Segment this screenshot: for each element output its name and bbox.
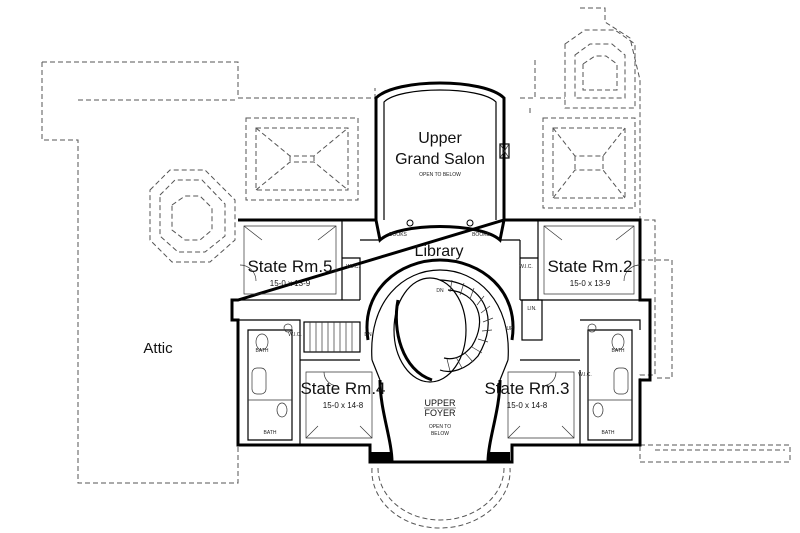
wic-label-rm5: W.I.C. [346,264,360,270]
main-building [230,218,652,464]
state-rm3-dim: 15-0 x 14-8 [507,401,548,410]
stair-up-label: UP [507,326,515,332]
upper-foyer-label-2: FOYER [424,408,456,418]
stair-left [303,321,361,353]
stair-dn-label-left: DN [364,332,372,338]
state-rm5-label: State Rm.5 [247,257,332,276]
wic-label-rm2: W.I.C. [519,264,533,270]
foyer-open-to: OPEN TO [429,424,451,430]
upper-grand-salon [374,81,510,220]
books-right-label: BOOKS [472,232,490,238]
state-rm2-dim: 15-0 x 13-9 [570,279,611,288]
bath-label-rm2: BATH [612,348,625,354]
state-rm3-label: State Rm.3 [484,379,569,398]
state-rm4-dim: 15-0 x 14-8 [323,401,364,410]
state-rm5-dim: 15-0 x 13-9 [270,279,311,288]
library [303,219,543,353]
bath-label-rm5: BATH [256,348,269,354]
salon-label-name: Grand Salon [395,151,485,168]
stair-right [521,299,543,341]
upper-foyer-label-1: UPPER [424,398,456,408]
salon-open-to-below: OPEN TO BELOW [419,172,461,178]
books-left-label: BOOKS [389,232,407,238]
roof-outlines [41,7,791,529]
state-rm4-label: State Rm.4 [300,379,385,398]
linen-label: LIN. [527,306,536,312]
state-rm2-label: State Rm.2 [547,257,632,276]
foyer-below: BELOW [431,431,449,437]
library-label: Library [415,243,464,260]
stair-dn-label-center: DN [436,288,444,294]
central-foyer [365,258,515,463]
bath-label-rm3: BATH [602,430,615,436]
bath-label-rm4: BATH [264,430,277,436]
wic-label-rm4: W.I.C. [288,332,302,338]
wic-label-rm3: W.I.C. [578,372,592,378]
attic-label: Attic [143,340,173,357]
room-labels: Upper Grand Salon OPEN TO BELOW Library … [143,130,632,437]
salon-label-upper: Upper [418,130,462,147]
